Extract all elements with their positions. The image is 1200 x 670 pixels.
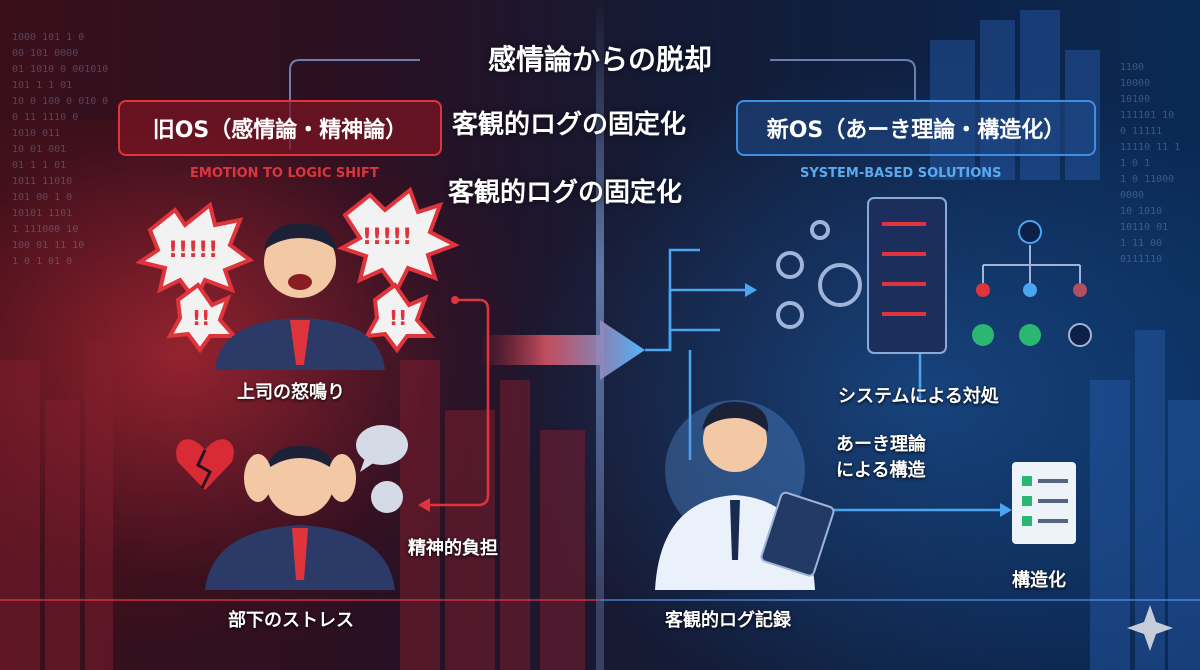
sad-face-icon [356, 425, 408, 513]
subtitle: 客観的ログの固定化 [452, 110, 687, 140]
gear-icon [776, 220, 862, 329]
checklist-icon [1012, 462, 1076, 544]
title-right-connector [770, 59, 916, 100]
title-left-connector [289, 59, 420, 150]
center-shift-arrow [480, 320, 645, 380]
new-os-caption: SYSTEM-BASED SOLUTIONS [800, 166, 1002, 181]
left-skyline [0, 340, 585, 670]
binary-pattern-left: 1000 101 1 0 00 101 0000 01 1010 0 00101… [12, 32, 109, 267]
old-os-caption: EMOTION TO LOGIC SHIFT [190, 166, 379, 181]
old-os-box: 旧OS（感情論・精神論） [118, 100, 442, 156]
log-writer-figure [655, 400, 835, 590]
boss-shouting-label: 上司の怒鳴り [237, 382, 345, 403]
binary-pattern-right: 1100 10000 10100 111101 10 0 11111 11110… [1120, 62, 1181, 265]
angry-boss-figure [215, 223, 385, 370]
burden-feedback-arrow [430, 298, 490, 507]
page-title: 感情論からの脱却 [487, 43, 712, 76]
shout-text: !!!!! [168, 238, 219, 263]
structuring-label: 構造化 [1012, 570, 1066, 591]
theory-structure-label: あーき理論 による構造 [836, 434, 926, 481]
center-caption: 客観的ログの固定化 [448, 178, 683, 208]
system-response-label: システムによる対処 [838, 386, 999, 407]
document-flow-icon [867, 197, 947, 354]
sparkle-icon [1127, 605, 1173, 651]
stressed-employee-figure [205, 445, 395, 590]
decision-tree-icon [972, 220, 1092, 347]
shout-text: !! [389, 306, 408, 330]
mental-burden-label: 精神的負担 [408, 538, 498, 559]
broken-heart-icon [176, 439, 234, 490]
shout-text: !! [192, 306, 211, 330]
objective-log-label: 客観的ログ記録 [665, 610, 791, 631]
new-os-box: 新OS（あーき理論・構造化） [736, 100, 1096, 156]
shout-burst-icon [135, 186, 460, 354]
shout-text: !!!!! [362, 225, 413, 250]
subordinate-stress-label: 部下のストレス [228, 610, 354, 631]
